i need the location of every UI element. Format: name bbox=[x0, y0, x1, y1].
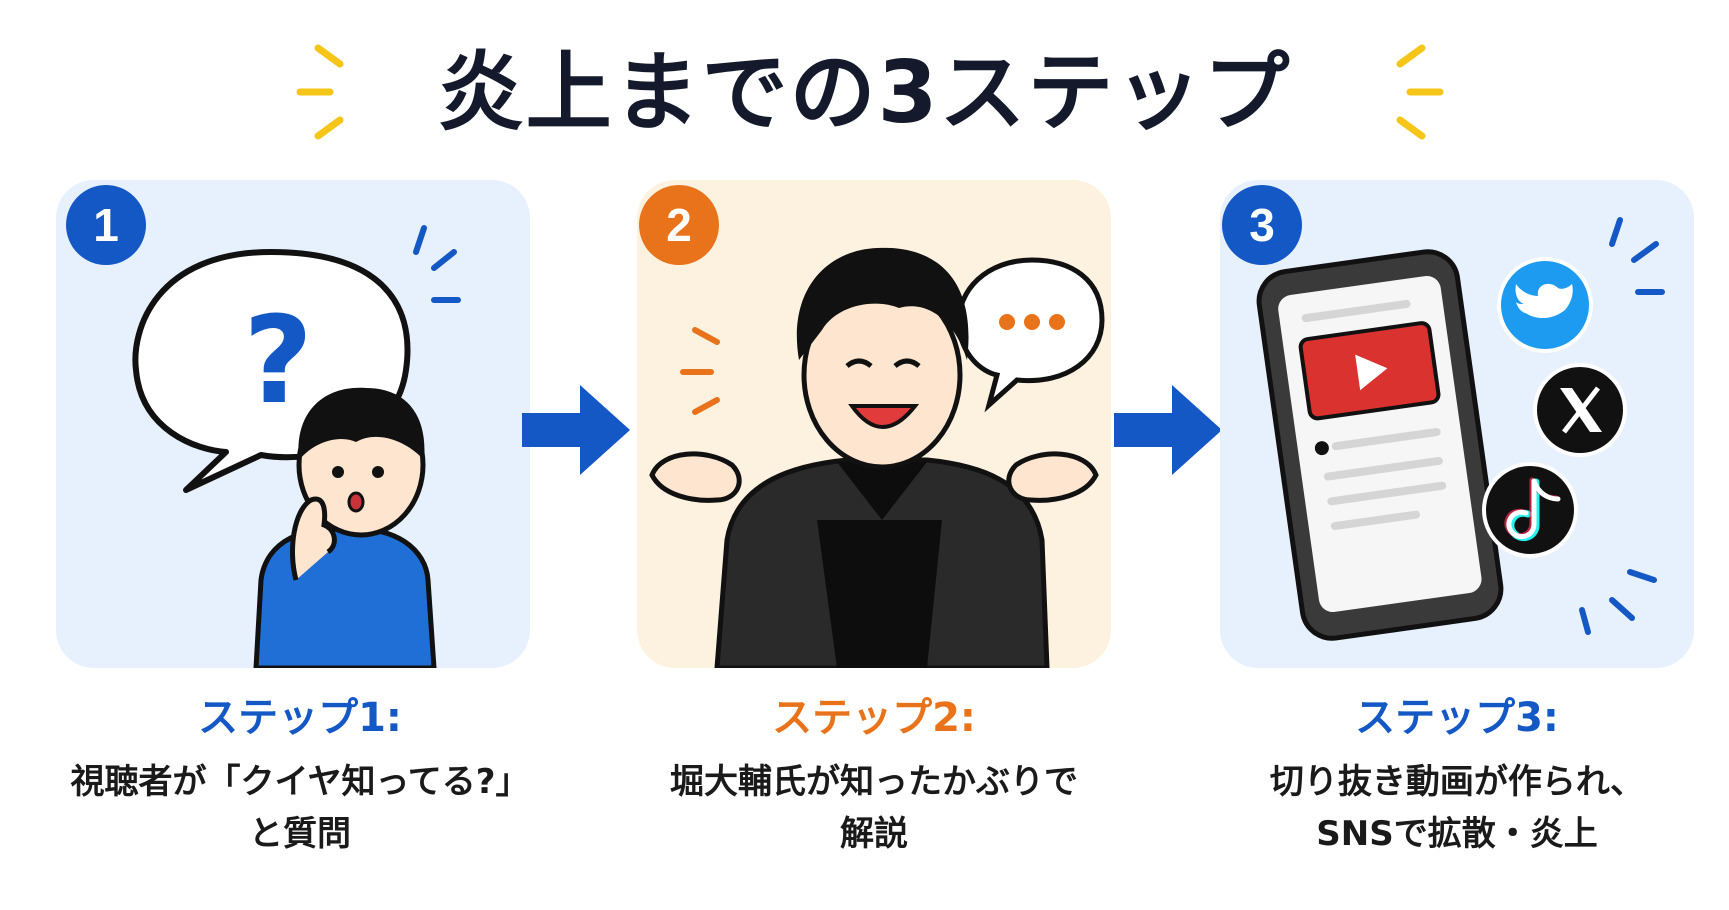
emphasis-lines-icon bbox=[680, 327, 720, 415]
step-2-label: ステップ2: bbox=[772, 695, 976, 741]
tiktok-icon bbox=[1482, 462, 1578, 558]
arrow-right-icon bbox=[1114, 385, 1222, 475]
step-2-panel: 2 bbox=[637, 180, 1111, 668]
step-3-description: 切り抜き動画が作られ、 SNSで拡散・炎上 bbox=[1157, 756, 1729, 860]
step-2-number: 2 bbox=[666, 199, 692, 251]
sparkle-right-icon bbox=[1396, 44, 1444, 140]
question-mark: ? bbox=[243, 292, 313, 431]
smartphone-video-icon bbox=[1256, 249, 1504, 641]
twitter-bird-icon bbox=[1497, 257, 1593, 353]
page-title: 炎上までの3ステップ bbox=[437, 43, 1292, 143]
ellipsis-speech-bubble-icon bbox=[956, 257, 1105, 413]
sparkle-left-icon bbox=[296, 44, 344, 140]
title-row: 炎上までの3ステップ bbox=[0, 28, 1729, 158]
emphasis-lines-icon bbox=[1579, 217, 1665, 635]
step-1-caption: ステップ1: 視聴者が「クイヤ知ってる?」 と質問 bbox=[0, 690, 600, 860]
step-2-desc-line1: 堀大輔氏が知ったかぶりで bbox=[670, 762, 1078, 802]
step-3-badge: 3 bbox=[1222, 185, 1302, 265]
step-2-caption: ステップ2: 堀大輔氏が知ったかぶりで 解説 bbox=[574, 690, 1174, 860]
arrow-right-icon bbox=[522, 385, 630, 475]
step-1-description: 視聴者が「クイヤ知ってる?」 と質問 bbox=[0, 756, 600, 860]
emphasis-lines-icon bbox=[413, 225, 461, 303]
x-icon bbox=[1533, 363, 1627, 457]
step-3-label: ステップ3: bbox=[1355, 695, 1559, 741]
step-3-panel: 3 bbox=[1220, 180, 1694, 668]
step-2-desc-line2: 解説 bbox=[840, 814, 908, 854]
step-1-panel: 1 ? bbox=[56, 180, 530, 668]
step-3-caption: ステップ3: 切り抜き動画が作られ、 SNSで拡散・炎上 bbox=[1157, 690, 1729, 860]
step-2-badge: 2 bbox=[639, 185, 719, 265]
step-3-number: 3 bbox=[1249, 199, 1275, 251]
child-thinking-figure bbox=[253, 387, 437, 668]
step-1-number: 1 bbox=[93, 199, 119, 251]
step-2-description: 堀大輔氏が知ったかぶりで 解説 bbox=[574, 756, 1174, 860]
step-1-desc-line1: 視聴者が「クイヤ知ってる?」 bbox=[70, 762, 530, 802]
step-1-desc-line2: と質問 bbox=[249, 814, 351, 854]
step-1-label: ステップ1: bbox=[198, 695, 402, 741]
step-1-badge: 1 bbox=[66, 185, 146, 265]
man-explaining-figure bbox=[649, 247, 1099, 668]
step-3-desc-line1: 切り抜き動画が作られ、 bbox=[1269, 762, 1645, 802]
step-3-desc-line2: SNSで拡散・炎上 bbox=[1316, 814, 1598, 854]
